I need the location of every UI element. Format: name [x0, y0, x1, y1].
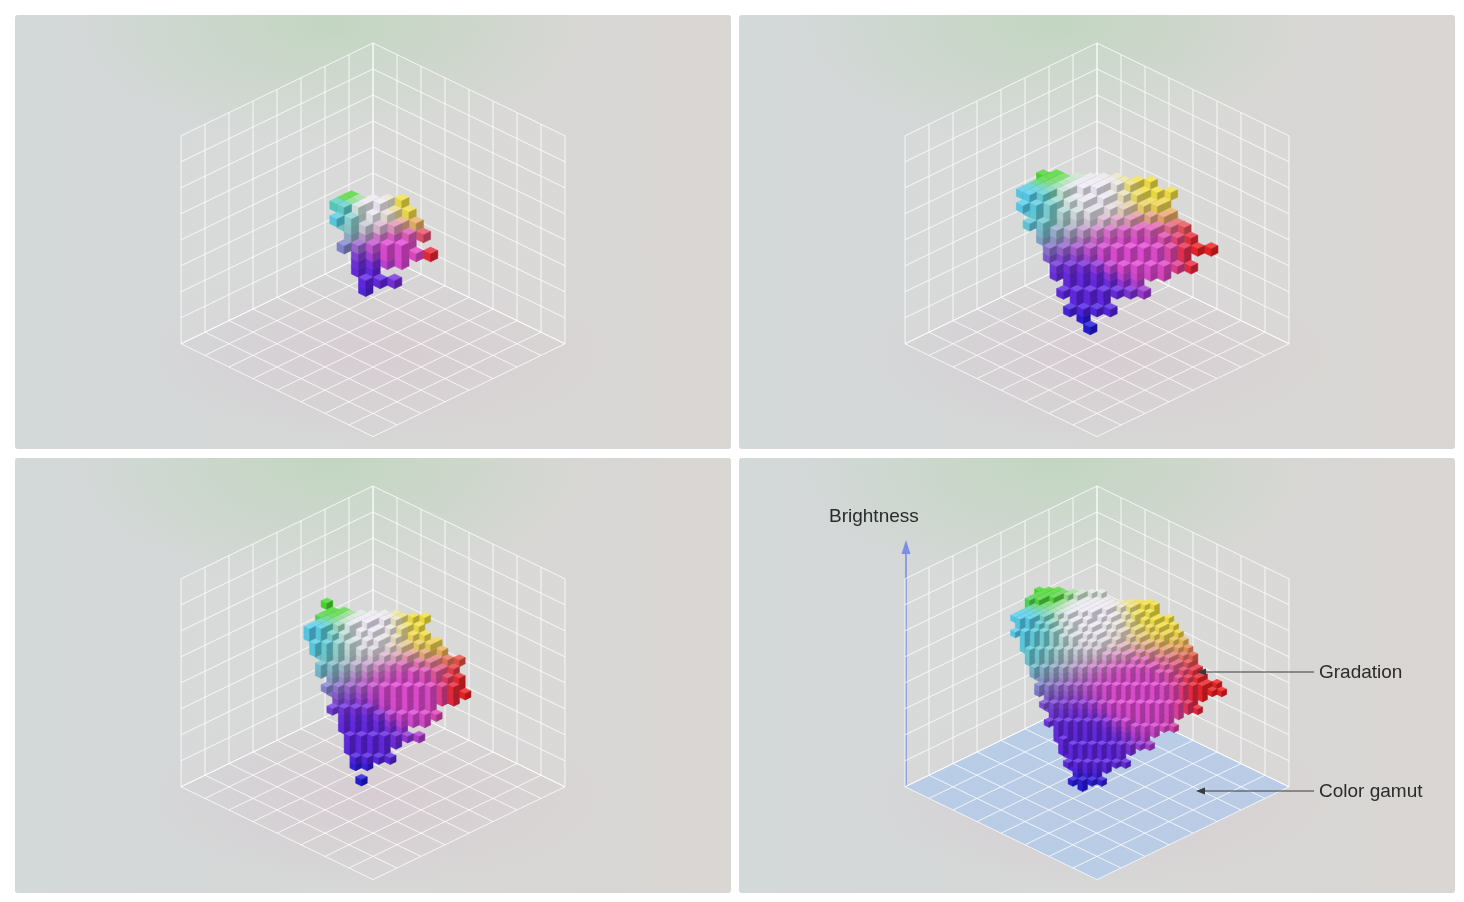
axis-label: Gradation [1319, 660, 1402, 684]
axis-label: Color gamut [1319, 779, 1423, 803]
arrowhead [1197, 669, 1206, 676]
arrowhead [1196, 788, 1205, 795]
leader-line [1205, 672, 1314, 673]
leader-line [1204, 791, 1314, 792]
axis-label: Brightness [829, 504, 919, 528]
